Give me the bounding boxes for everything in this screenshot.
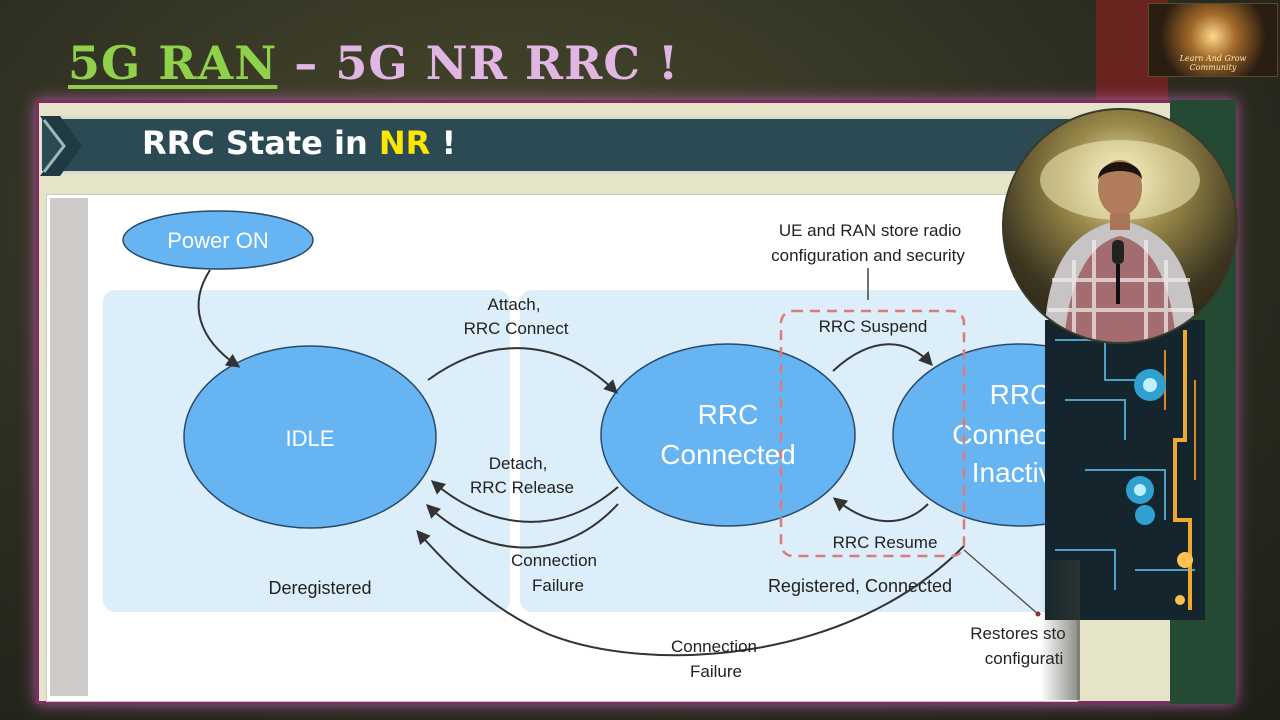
attach-label-line1: Attach, <box>488 295 541 314</box>
inactive-label-line1: RRC <box>990 379 1051 410</box>
heading-suffix: ! <box>441 124 457 162</box>
idle-label: IDLE <box>286 426 335 451</box>
inactive-failure-label-line1: Connection <box>671 637 757 656</box>
registered-connected-label: Registered, Connected <box>768 576 952 596</box>
suspend-label: RRC Suspend <box>819 317 928 336</box>
store-annotation-line1: UE and RAN store radio <box>779 221 961 240</box>
power-on-arrow <box>197 269 241 368</box>
context-storage-box <box>779 309 966 558</box>
title-5g-nr-rrc: 5G NR RRC ! <box>335 36 680 90</box>
logo-line1: Learn And Grow <box>1179 54 1247 63</box>
inactive-connection-failure-arrow <box>416 529 965 657</box>
power-on-label: Power ON <box>167 228 268 253</box>
rrc-connected-state <box>600 343 856 527</box>
store-annotation-line2: configuration and security <box>771 246 965 265</box>
header-bar <box>42 116 1102 174</box>
heading-prefix: RRC State in <box>142 124 368 162</box>
image-fade <box>1040 560 1080 700</box>
presenter-avatar <box>1040 140 1200 342</box>
deregistered-label: Deregistered <box>268 578 371 598</box>
resume-label: RRC Resume <box>833 533 938 552</box>
title-dash: – <box>294 36 319 90</box>
presenter-webcam <box>1002 108 1238 344</box>
logo-text: Learn And Grow Community <box>1149 54 1277 72</box>
connection-failure-label-line1: Connection <box>511 551 597 570</box>
connected-label-line2: Connected <box>660 439 795 470</box>
frame-margin <box>50 198 88 696</box>
idle-state <box>183 345 437 529</box>
resume-arrow <box>832 497 929 523</box>
heading-highlight: NR <box>378 124 431 162</box>
attach-label-line2: RRC Connect <box>464 319 569 338</box>
detach-label-line1: Detach, <box>489 454 548 473</box>
slide-heading: RRC State in NR ! <box>142 124 456 162</box>
title-5g-ran: 5G RAN <box>68 36 278 90</box>
channel-logo: Learn And Grow Community <box>1148 3 1278 77</box>
rrc-state-diagram: Deregistered Registered, Connected Power… <box>103 210 1078 681</box>
restore-callout-dot <box>1035 611 1041 617</box>
connection-failure-label-line2: Failure <box>532 576 584 595</box>
detach-label-line2: RRC Release <box>470 478 574 497</box>
chevron-icon <box>40 116 82 176</box>
restore-callout-line <box>963 549 1039 615</box>
inactive-failure-label-line2: Failure <box>690 662 742 681</box>
rrc-inactive-state <box>892 343 1078 527</box>
connection-failure-arrow <box>425 503 619 549</box>
suspend-arrow <box>832 343 933 372</box>
connected-label-line1: RRC <box>698 399 759 430</box>
power-on-node <box>122 210 314 270</box>
detach-arrow <box>430 480 619 523</box>
logo-line2: Community <box>1189 63 1237 72</box>
attach-arrow <box>427 347 618 394</box>
page-title: 5G RAN – 5G NR RRC ! <box>68 36 679 90</box>
